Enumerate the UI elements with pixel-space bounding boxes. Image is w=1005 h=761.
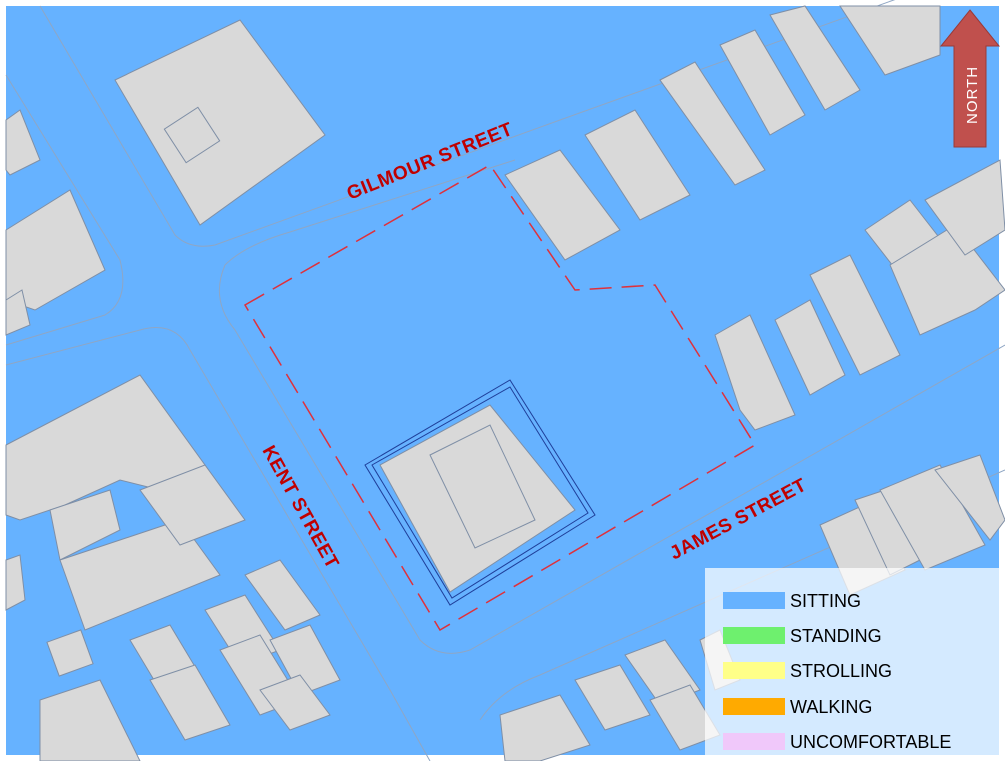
legend-label-strolling: STROLLING — [790, 661, 892, 681]
road-outlines — [5, 0, 1005, 761]
legend-item-sitting: SITTING — [723, 591, 861, 611]
legend-swatch-standing — [723, 627, 785, 644]
legend-swatch-walking — [723, 698, 785, 715]
proposed-building — [364, 379, 596, 606]
legend-item-uncomfortable: UNCOMFORTABLE — [723, 732, 951, 752]
legend-item-walking: WALKING — [723, 697, 872, 717]
legend-item-strolling: STROLLING — [723, 661, 892, 681]
north-arrow-icon — [939, 9, 1001, 148]
site-boundary — [243, 164, 757, 632]
legend: SITTING STANDING STROLLING WALKING UNCOM… — [705, 568, 999, 755]
legend-swatch-uncomfortable — [723, 733, 785, 750]
legend-label-walking: WALKING — [790, 697, 872, 717]
north-label: NORTH — [964, 66, 981, 124]
legend-label-sitting: SITTING — [790, 591, 861, 611]
legend-swatch-sitting — [723, 592, 785, 609]
buildings — [5, 5, 1005, 761]
legend-label-standing: STANDING — [790, 626, 882, 646]
legend-item-standing: STANDING — [723, 626, 882, 646]
legend-swatch-strolling — [723, 662, 785, 679]
legend-label-uncomfortable: UNCOMFORTABLE — [790, 732, 951, 752]
north-arrow: NORTH — [939, 9, 1001, 148]
